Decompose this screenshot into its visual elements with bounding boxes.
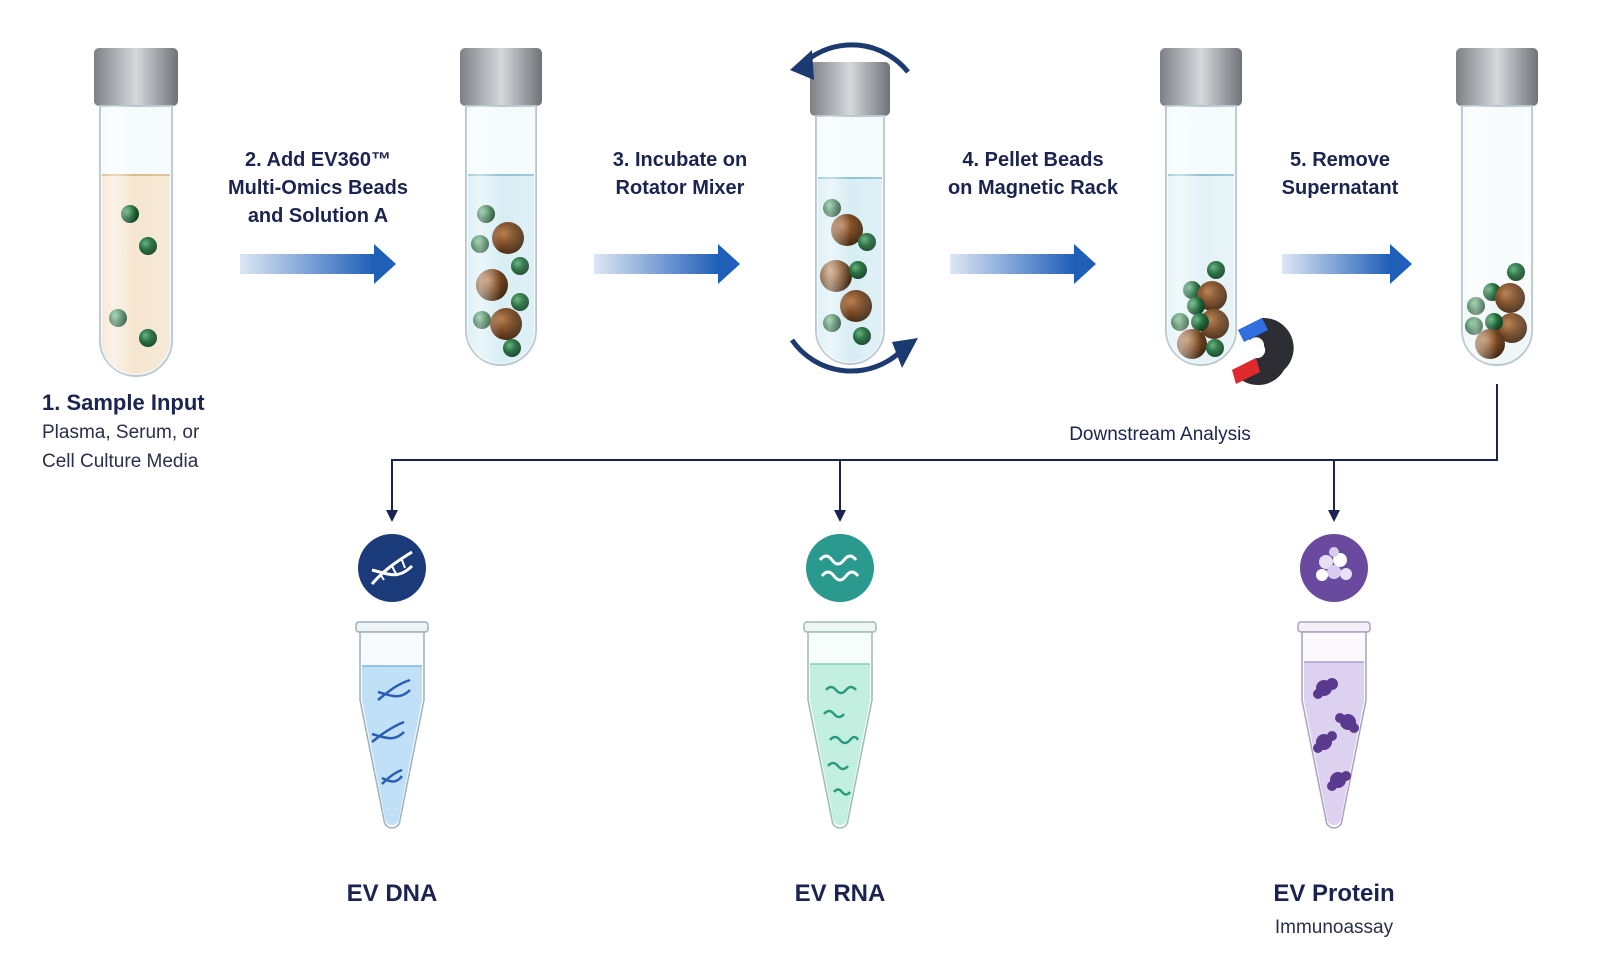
tube-incubate bbox=[789, 42, 918, 374]
step-1-title: 1. Sample Input bbox=[42, 390, 205, 415]
tube-ev-rna bbox=[803, 621, 877, 829]
step-4-line-1: 4. Pellet Beads bbox=[962, 149, 1104, 171]
process-arrow bbox=[594, 244, 740, 284]
tube-cap bbox=[1160, 48, 1242, 106]
tube-magnetic-rack bbox=[1160, 48, 1294, 386]
output-ev-dna-title: EV DNA bbox=[346, 880, 438, 907]
rotation-arrow-icon bbox=[803, 42, 910, 74]
step-1-desc-line-1: Plasma, Serum, or bbox=[42, 422, 200, 443]
tube-cap bbox=[810, 62, 890, 116]
tube-cap bbox=[1456, 48, 1538, 106]
dna-icon bbox=[358, 534, 426, 602]
tube-ev-protein bbox=[1297, 621, 1371, 829]
magnet-icon bbox=[1232, 317, 1294, 386]
step-2-line-1: 2. Add EV360™ bbox=[245, 149, 391, 171]
protein-icon bbox=[1300, 534, 1368, 602]
step-2-line-3: and Solution A bbox=[247, 205, 389, 227]
step-2-label: 2. Add EV360™ Multi-Omics Beads and Solu… bbox=[200, 146, 436, 230]
step-5-label: 5. Remove Supernatant bbox=[1250, 146, 1430, 202]
arrowhead bbox=[834, 510, 846, 522]
tube-cap bbox=[94, 48, 178, 106]
tube-sample-input bbox=[94, 48, 178, 377]
step-3-label: 3. Incubate on Rotator Mixer bbox=[570, 146, 790, 202]
tube-add-beads bbox=[460, 48, 542, 366]
output-ev-rna-title: EV RNA bbox=[794, 880, 886, 907]
process-arrow bbox=[240, 244, 396, 284]
process-arrow bbox=[950, 244, 1096, 284]
step-2-line-2: Multi-Omics Beads bbox=[227, 177, 409, 199]
arrowhead bbox=[1328, 510, 1340, 522]
downstream-connector bbox=[391, 384, 1498, 512]
rna-icon bbox=[806, 534, 874, 602]
rna-liquid bbox=[810, 664, 870, 825]
dna-liquid bbox=[362, 666, 422, 825]
downstream-analysis-label: Downstream Analysis bbox=[1069, 424, 1251, 445]
step-5-line-1: 5. Remove bbox=[1289, 149, 1391, 171]
tube-ev-dna bbox=[355, 621, 429, 829]
step-4-label: 4. Pellet Beads on Magnetic Rack bbox=[920, 146, 1146, 202]
rotation-arrow-icon bbox=[789, 338, 902, 374]
step-3-line-2: Rotator Mixer bbox=[615, 177, 745, 199]
step-4-line-2: on Magnetic Rack bbox=[947, 177, 1119, 199]
step-5-line-2: Supernatant bbox=[1281, 177, 1399, 199]
step-3-line-1: 3. Incubate on bbox=[612, 149, 748, 171]
output-ev-protein-title: EV Protein bbox=[1273, 880, 1395, 907]
step-1-desc-line-2: Cell Culture Media bbox=[42, 451, 199, 472]
process-arrow bbox=[1282, 244, 1412, 284]
step-1-label: 1. Sample Input Plasma, Serum, or Cell C… bbox=[42, 388, 205, 476]
output-ev-protein-subtitle: Immunoassay bbox=[1274, 917, 1394, 938]
arrowhead bbox=[386, 510, 398, 522]
protein-liquid bbox=[1304, 662, 1364, 825]
tube-remove-supernatant bbox=[1456, 48, 1538, 366]
tube-cap bbox=[460, 48, 542, 106]
